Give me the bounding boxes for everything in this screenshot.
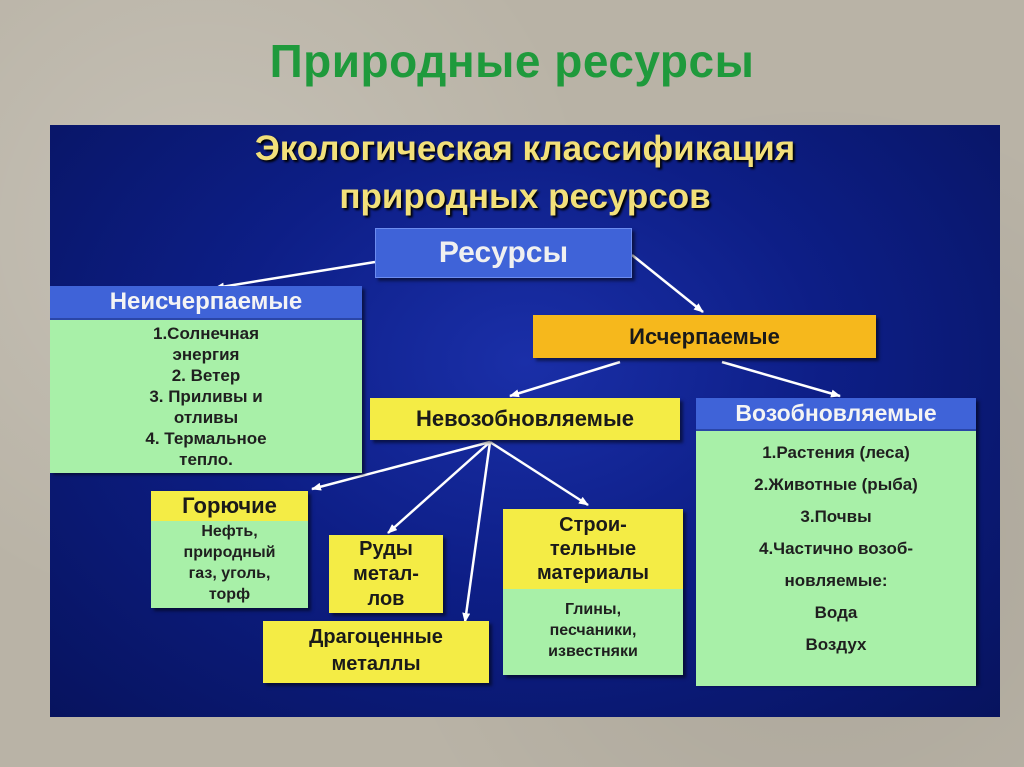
arrow-resources-to-exhaustible xyxy=(631,254,704,313)
list-item: 1.Солнечная xyxy=(152,324,260,343)
panel-title-line-1: Экологическая классификация xyxy=(254,129,796,168)
list-item: отливы xyxy=(173,408,239,427)
node-precious-line: Драгоценные xyxy=(309,626,443,648)
node-resources: Ресурсы xyxy=(375,228,632,278)
node-building: Строи- тельные материалы Глины, песчаник… xyxy=(503,509,683,675)
arrow-nonrenewable-to-building xyxy=(489,440,589,507)
arrow-exhaustible-to-nonrenewable xyxy=(509,360,621,398)
node-building-title-line: Строи- xyxy=(559,514,627,536)
arrow-nonrenewable-to-combustible xyxy=(311,440,491,491)
list-item: 2. Ветер xyxy=(171,366,241,385)
list-item: 1.Растения (леса) xyxy=(762,443,910,462)
node-renewable-title: Возобновляемые xyxy=(696,398,976,431)
arrow-nonrenewable-to-ores xyxy=(387,441,491,534)
node-nonrenewable: Невозобновляемые xyxy=(370,398,680,440)
node-precious: Драгоценные металлы xyxy=(263,621,489,683)
node-renewable-list: 1.Растения (леса) 2.Животные (рыба) 3.По… xyxy=(696,431,976,686)
node-ores-line: Руды xyxy=(359,538,413,560)
node-nonrenewable-label: Невозобновляемые xyxy=(416,406,634,431)
list-item: энергия xyxy=(172,345,240,364)
node-ores-line: метал- xyxy=(353,563,419,585)
list-item: известняки xyxy=(548,643,638,660)
node-inexhaustible-title: Неисчерпаемые xyxy=(50,286,362,320)
list-item: новляемые: xyxy=(784,571,888,590)
list-item: природный xyxy=(183,544,276,561)
list-item: Нефть, xyxy=(201,523,258,540)
node-building-title: Строи- тельные материалы xyxy=(503,509,683,589)
node-combustible-title: Горючие xyxy=(151,491,308,521)
panel-title-line-2: природных ресурсов xyxy=(339,177,711,216)
list-item: Глины, xyxy=(564,601,622,618)
node-inexhaustible-list: 1.Солнечная энергия 2. Ветер 3. Приливы … xyxy=(50,320,362,473)
node-combustible-list: Нефть, природный газ, уголь, торф xyxy=(151,521,308,608)
list-item: 3. Приливы и xyxy=(149,387,263,406)
list-item: 4. Термальное xyxy=(145,429,267,448)
list-item: торф xyxy=(208,586,251,603)
node-resources-label: Ресурсы xyxy=(438,236,569,269)
node-building-title-line: тельные xyxy=(549,538,637,560)
node-building-list: Глины, песчаники, известняки xyxy=(503,589,683,675)
node-inexhaustible: Неисчерпаемые 1.Солнечная энергия 2. Вет… xyxy=(50,286,362,473)
list-item: Воздух xyxy=(805,635,867,654)
node-combustible: Горючие Нефть, природный газ, уголь, тор… xyxy=(151,491,308,608)
list-item: газ, уголь, xyxy=(188,565,271,582)
list-item: 4.Частично возоб- xyxy=(758,539,913,558)
diagram-arrows xyxy=(214,254,841,623)
arrow-nonrenewable-to-precious xyxy=(462,441,492,623)
node-exhaustible-label: Исчерпаемые xyxy=(629,324,780,349)
node-ores: Руды метал- лов xyxy=(329,535,443,613)
arrow-exhaustible-to-renewable xyxy=(721,360,841,398)
diagram-panel: Экологическая классификация природных ре… xyxy=(50,125,1000,717)
list-item: песчаники, xyxy=(549,622,637,639)
list-item: 3.Почвы xyxy=(800,507,872,526)
arrow-resources-to-inexhaustible xyxy=(214,260,376,291)
node-precious-line: металлы xyxy=(331,653,421,675)
slide-title: Природные ресурсы xyxy=(269,35,755,87)
list-item: тепло. xyxy=(179,450,233,469)
node-building-title-line: материалы xyxy=(537,562,649,584)
node-renewable: Возобновляемые 1.Растения (леса) 2.Живот… xyxy=(696,398,976,686)
node-exhaustible: Исчерпаемые xyxy=(533,315,876,358)
list-item: 2.Животные (рыба) xyxy=(754,475,918,494)
node-ores-line: лов xyxy=(367,588,405,610)
list-item: Вода xyxy=(814,603,858,622)
